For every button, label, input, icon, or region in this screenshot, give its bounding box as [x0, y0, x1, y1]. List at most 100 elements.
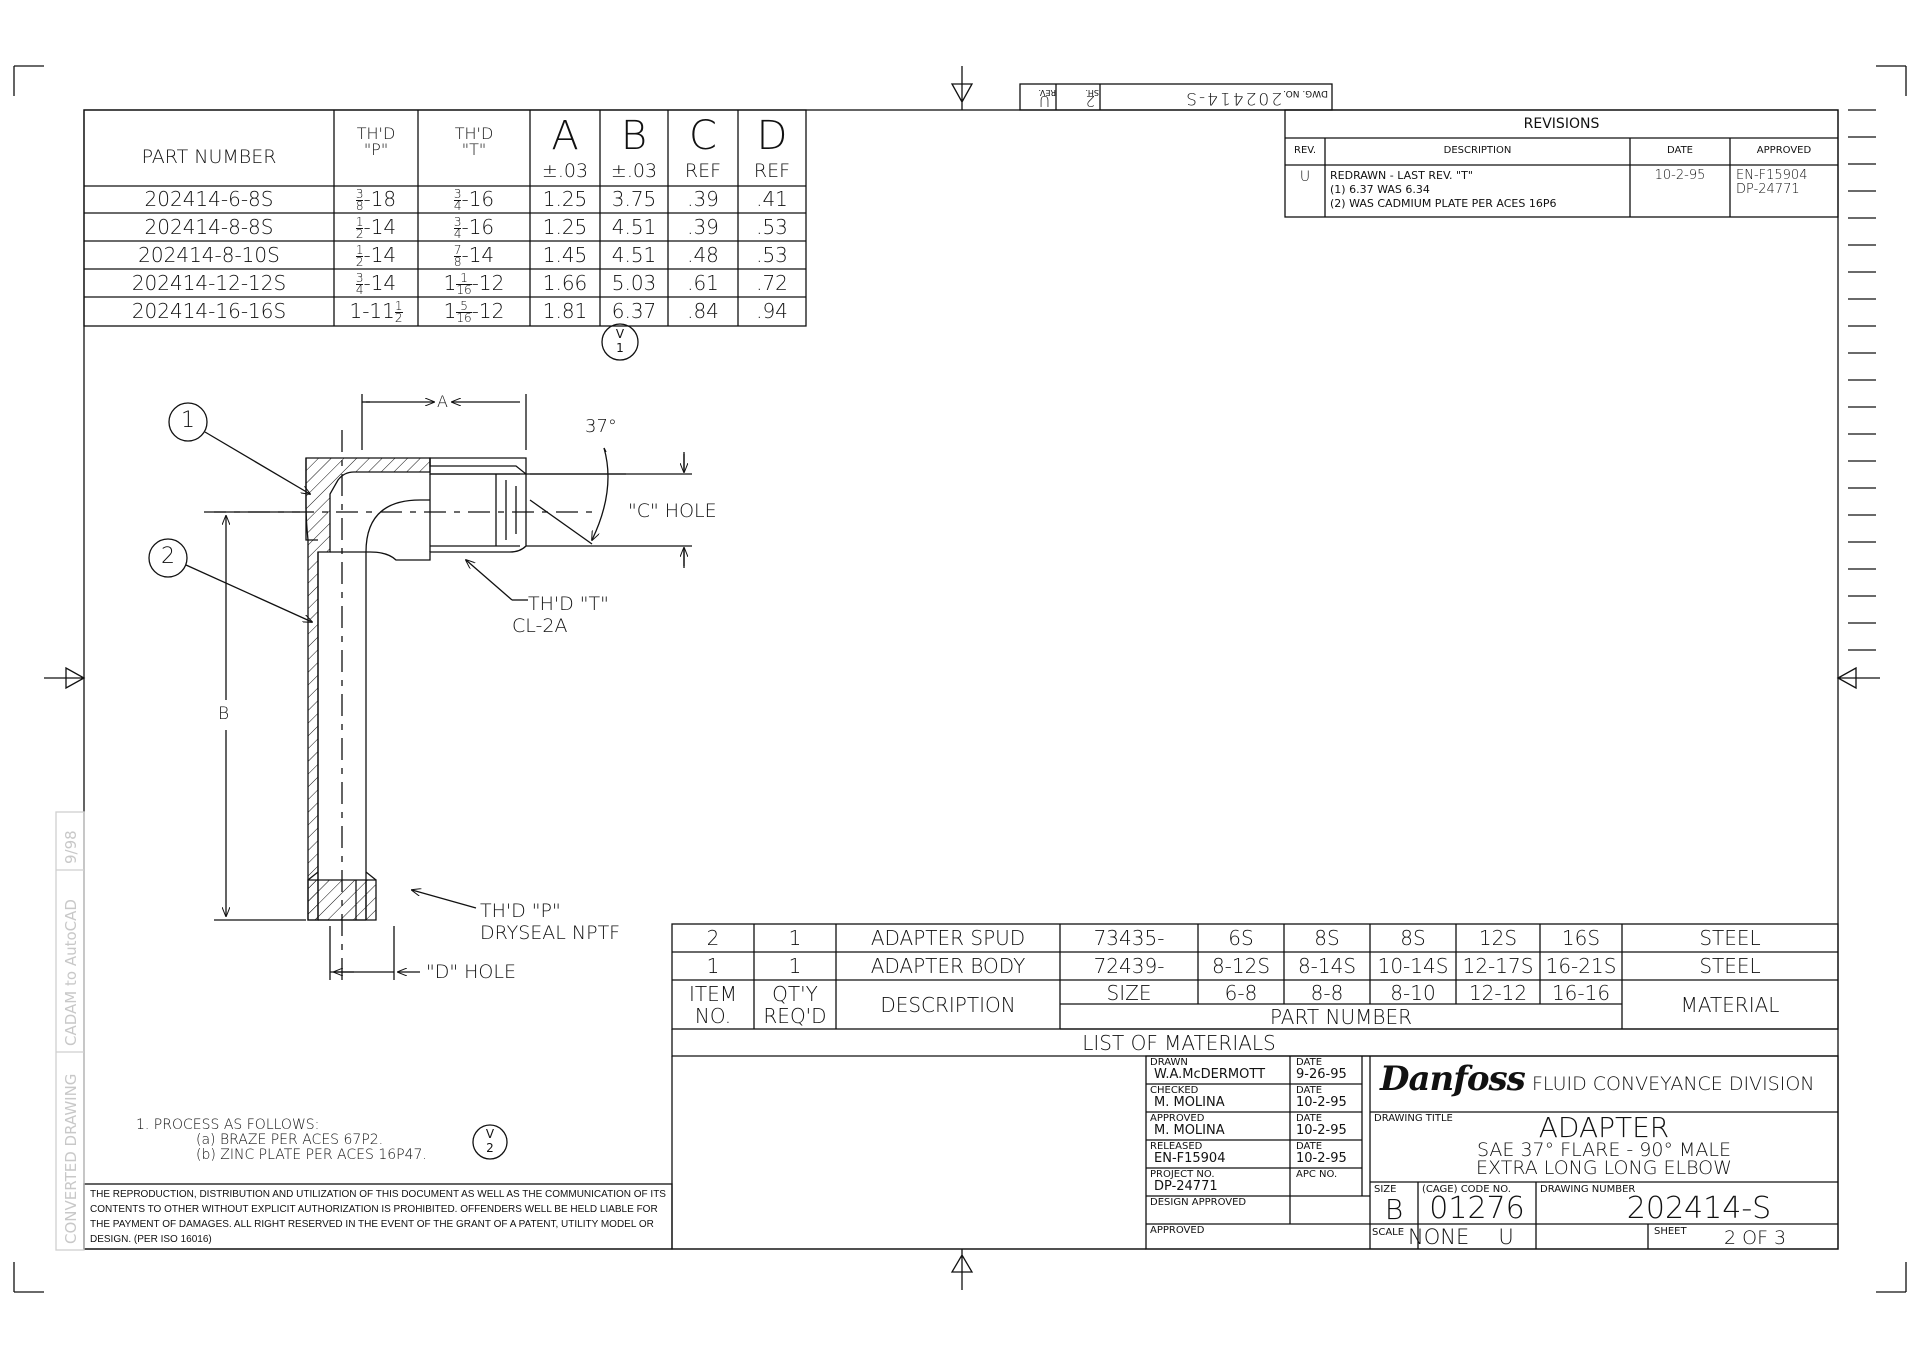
bom-header-item-2: NO. — [694, 1004, 732, 1028]
revision-letter: U — [1498, 1225, 1514, 1249]
scale-label: SCALE — [1372, 1227, 1405, 1238]
thd-rest: -16 — [461, 187, 495, 211]
cage-code: 01276 — [1429, 1191, 1525, 1226]
drawing-title-3: EXTRA LONG LONG ELBOW — [1476, 1157, 1732, 1179]
cell-c: .61 — [687, 271, 719, 295]
bom-qty: 1 — [788, 954, 802, 978]
cell-d: .72 — [756, 271, 788, 295]
thd-rest: -14 — [363, 243, 397, 267]
drawing-title-2: SAE 37° FLARE - 90° MALE — [1477, 1139, 1731, 1161]
bom-item: 2 — [706, 926, 720, 950]
approved-date-label: DATE — [1296, 1113, 1323, 1124]
frac-den: 2 — [355, 255, 364, 269]
approved-date: 10-2-95 — [1296, 1123, 1347, 1138]
thd-t-label-2: CL-2A — [512, 615, 568, 637]
thd-rest: -14 — [363, 215, 397, 239]
frac-num: 1 — [394, 299, 403, 313]
frac-den: 16 — [456, 283, 472, 297]
bom-header-size-3: 8-10 — [1390, 981, 1436, 1005]
cell-part: 202414-16-16S — [131, 299, 287, 323]
revision-entry-approved-2: DP-24771 — [1736, 182, 1800, 197]
balloon-1-label: 1 — [181, 408, 195, 433]
bom-size: 72439- — [1093, 954, 1165, 978]
size-label: SIZE — [1374, 1184, 1397, 1195]
note-rev-marker-number: 2 — [486, 1141, 494, 1155]
cell-b: 3.75 — [611, 187, 657, 211]
margin-stamp-box — [55, 811, 85, 1251]
approved2-label: APPROVED — [1150, 1225, 1205, 1236]
col-header-thd-p-2: "P" — [363, 140, 389, 159]
sheet-number: 2 OF 3 — [1724, 1227, 1787, 1249]
drawing-number: 202414-S — [1626, 1191, 1772, 1226]
thd-p-label-1: TH'D "P" — [480, 900, 561, 922]
revisions-header-description: DESCRIPTION — [1443, 145, 1512, 156]
bom-part-5: 16-21S — [1545, 954, 1617, 978]
bom-part-5: 16S — [1561, 926, 1601, 950]
frac-den: 2 — [355, 227, 364, 241]
thd-whole: 1-11 — [349, 299, 395, 323]
cage-code-label: (CAGE) CODE NO. — [1422, 1184, 1511, 1195]
revision-entry-rev: U — [1299, 169, 1311, 185]
revisions-header-approved: APPROVED — [1756, 145, 1812, 156]
note-line-1: 1. PROCESS AS FOLLOWS: — [136, 1117, 320, 1133]
bom-part-4: 12-17S — [1462, 954, 1534, 978]
corner-marks — [13, 65, 1907, 1293]
cell-b: 6.37 — [611, 299, 657, 323]
released-by: EN-F15904 — [1154, 1151, 1226, 1166]
drawn-by: W.A.McDERMOTT — [1154, 1067, 1266, 1082]
cell-d: .94 — [756, 299, 788, 323]
list-of-materials-title: LIST OF MATERIALS — [1082, 1031, 1276, 1055]
cell-b: 4.51 — [611, 215, 657, 239]
d-hole-label: "D" HOLE — [426, 961, 516, 983]
title-strip: DWG. NO. 202414-S SH. 2 REV. U — [1020, 84, 1332, 110]
col-header-c: C — [689, 113, 717, 159]
bom-part-3: 8S — [1400, 926, 1426, 950]
title-strip-rev: U — [1039, 92, 1050, 110]
angle-label: 37° — [585, 416, 617, 437]
cell-part: 202414-12-12S — [131, 271, 287, 295]
thd-whole: 1 — [443, 299, 457, 323]
bom-part-2: 8-14S — [1297, 954, 1357, 978]
cell-c: .48 — [687, 243, 719, 267]
frac-den: 2 — [394, 311, 403, 325]
col-header-a-tol: ±.03 — [541, 160, 589, 182]
bom-size: 73435- — [1093, 926, 1165, 950]
released-label: RELEASED — [1150, 1141, 1203, 1152]
col-header-thd-t-2: "T" — [461, 140, 487, 159]
apc-label: APC NO. — [1296, 1169, 1338, 1180]
dim-b-label: B — [218, 704, 230, 724]
revisions-title: REVISIONS — [1523, 116, 1600, 132]
bom-part-1: 6S — [1228, 926, 1254, 950]
cell-a: 1.25 — [542, 187, 588, 211]
drawn-label: DRAWN — [1150, 1057, 1188, 1068]
cell-a: 1.45 — [542, 243, 588, 267]
project-number: DP-24771 — [1154, 1179, 1218, 1194]
revisions-header-date: DATE — [1666, 145, 1693, 156]
frac-num: 3 — [453, 187, 462, 201]
checked-date-label: DATE — [1296, 1085, 1323, 1096]
title-strip-sh: 2 — [1085, 92, 1095, 110]
frac-den: 4 — [355, 283, 364, 297]
checked-date: 10-2-95 — [1296, 1095, 1347, 1110]
bom-item: 1 — [706, 954, 720, 978]
bom-header-qty-1: QT'Y — [772, 982, 818, 1006]
drawing-title-label: DRAWING TITLE — [1374, 1113, 1453, 1124]
frac-num: 1 — [355, 243, 364, 257]
released-date-label: DATE — [1296, 1141, 1323, 1152]
design-approved-label: DESIGN APPROVED — [1150, 1197, 1247, 1208]
cell-d: .41 — [756, 187, 788, 211]
bom-header-item-1: ITEM — [688, 982, 737, 1006]
bom-part-2: 8S — [1314, 926, 1340, 950]
frac-num: 7 — [453, 243, 462, 257]
division-name: FLUID CONVEYANCE DIVISION — [1532, 1073, 1815, 1095]
drawing-title-1: ADAPTER — [1538, 1111, 1670, 1144]
c-hole-label: "C" HOLE — [628, 500, 717, 522]
frac-num: 1 — [355, 215, 364, 229]
sheet-size: B — [1384, 1193, 1404, 1226]
